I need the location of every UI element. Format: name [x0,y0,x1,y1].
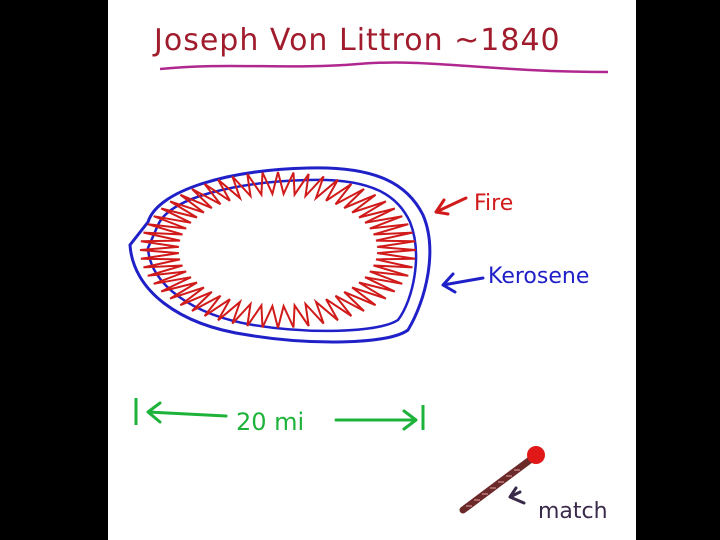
distance-arrow-left [146,401,228,424]
distance-arrow-right [334,409,418,431]
kerosene-arrow [441,272,485,294]
match-arrow [508,486,526,505]
match-icon [459,446,545,514]
match-label: match [538,499,608,524]
fire-label: Fire [474,191,513,216]
kerosene-ring-outer [128,166,432,344]
fire-arrow [434,196,468,216]
whiteboard-canvas: Joseph Von Littron ~1840 Fire Kerosene 2… [108,0,636,540]
diagram-svg: Joseph Von Littron ~1840 Fire Kerosene 2… [128,23,609,524]
title-underline [159,61,609,74]
fire-ring-bottom [139,249,417,329]
page-title: Joseph Von Littron ~1840 [152,23,561,58]
distance-label: 20 mi [236,408,304,436]
kerosene-ring-inner [146,178,418,333]
kerosene-label: Kerosene [488,264,589,289]
fire-ring-top [139,171,417,251]
